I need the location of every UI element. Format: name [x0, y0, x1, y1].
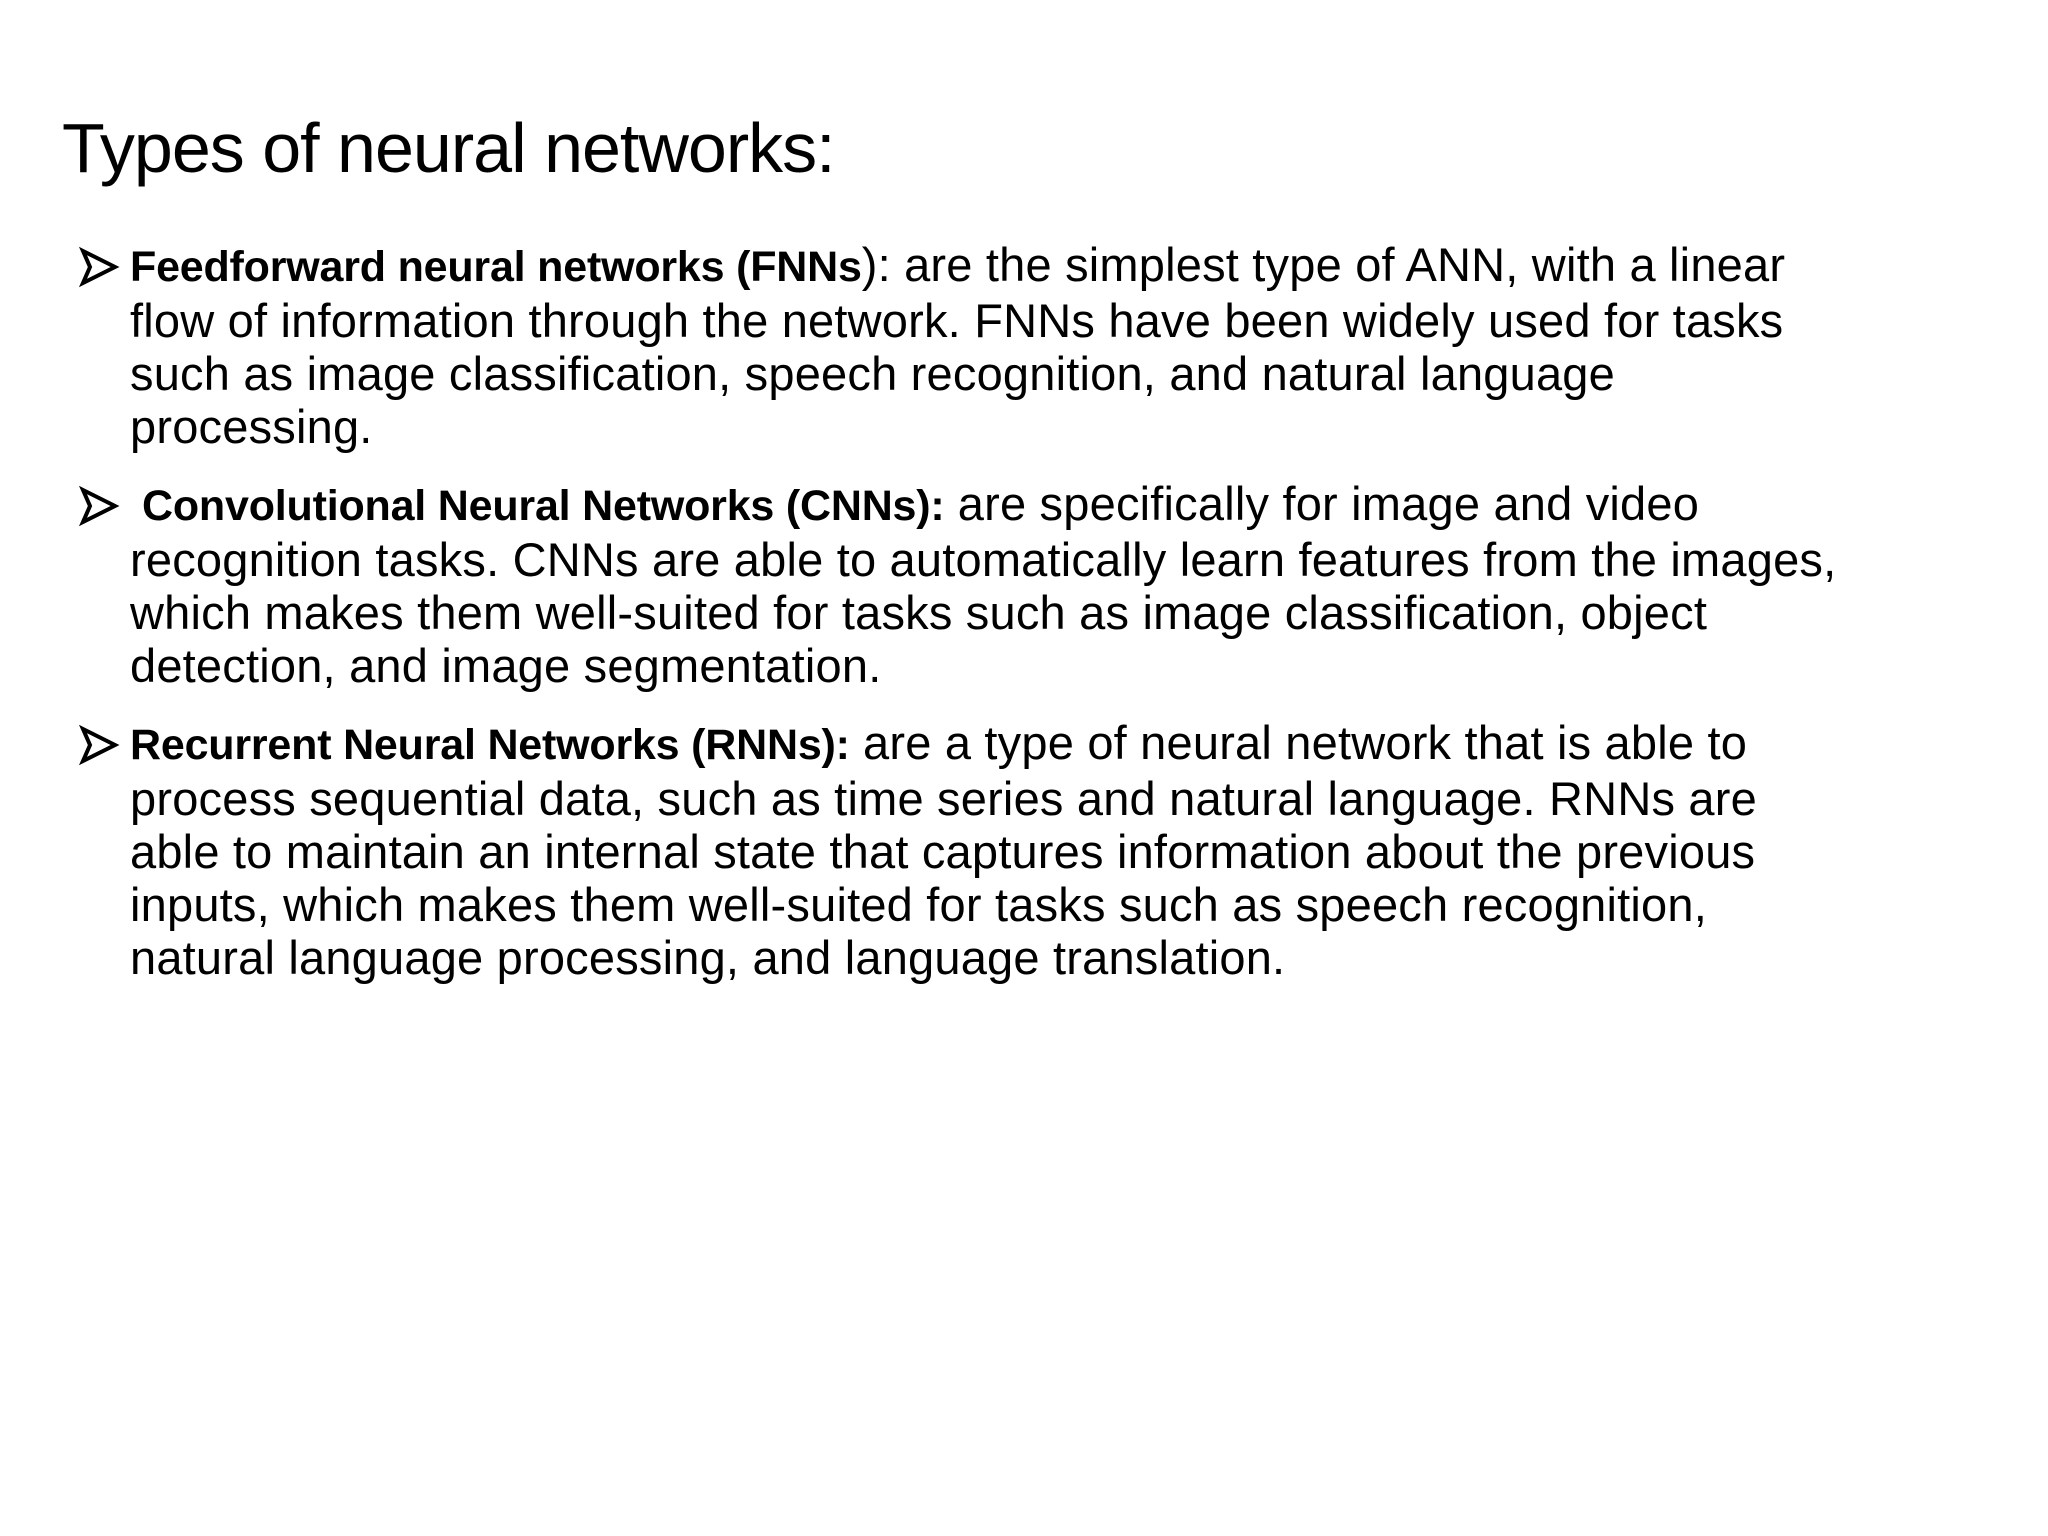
bullet-list: Feedforward neural networks (FNNs): are …	[78, 238, 1838, 1008]
slide-title: Types of neural networks:	[62, 109, 836, 187]
right-arrow-bullet-icon	[78, 246, 120, 288]
bullet-term: Feedforward neural networks (FNNs	[130, 243, 862, 291]
bullet-description: are specifically for image and video rec…	[130, 477, 1837, 692]
bullet-item-cnn: Convolutional Neural Networks (CNNs): ar…	[78, 477, 1838, 692]
bullet-item-fnn: Feedforward neural networks (FNNs): are …	[78, 238, 1838, 453]
right-arrow-bullet-icon	[78, 724, 120, 766]
bullet-term: Convolutional Neural Networks (CNNs):	[142, 482, 945, 530]
bullet-term: Recurrent Neural Networks (RNNs):	[130, 721, 850, 769]
bullet-description: are a type of neural network that is abl…	[130, 716, 1757, 984]
right-arrow-bullet-icon	[78, 485, 120, 527]
bullet-item-rnn: Recurrent Neural Networks (RNNs): are a …	[78, 716, 1838, 984]
bullet-description: ): are the simplest type of ANN, with a …	[130, 238, 1786, 453]
